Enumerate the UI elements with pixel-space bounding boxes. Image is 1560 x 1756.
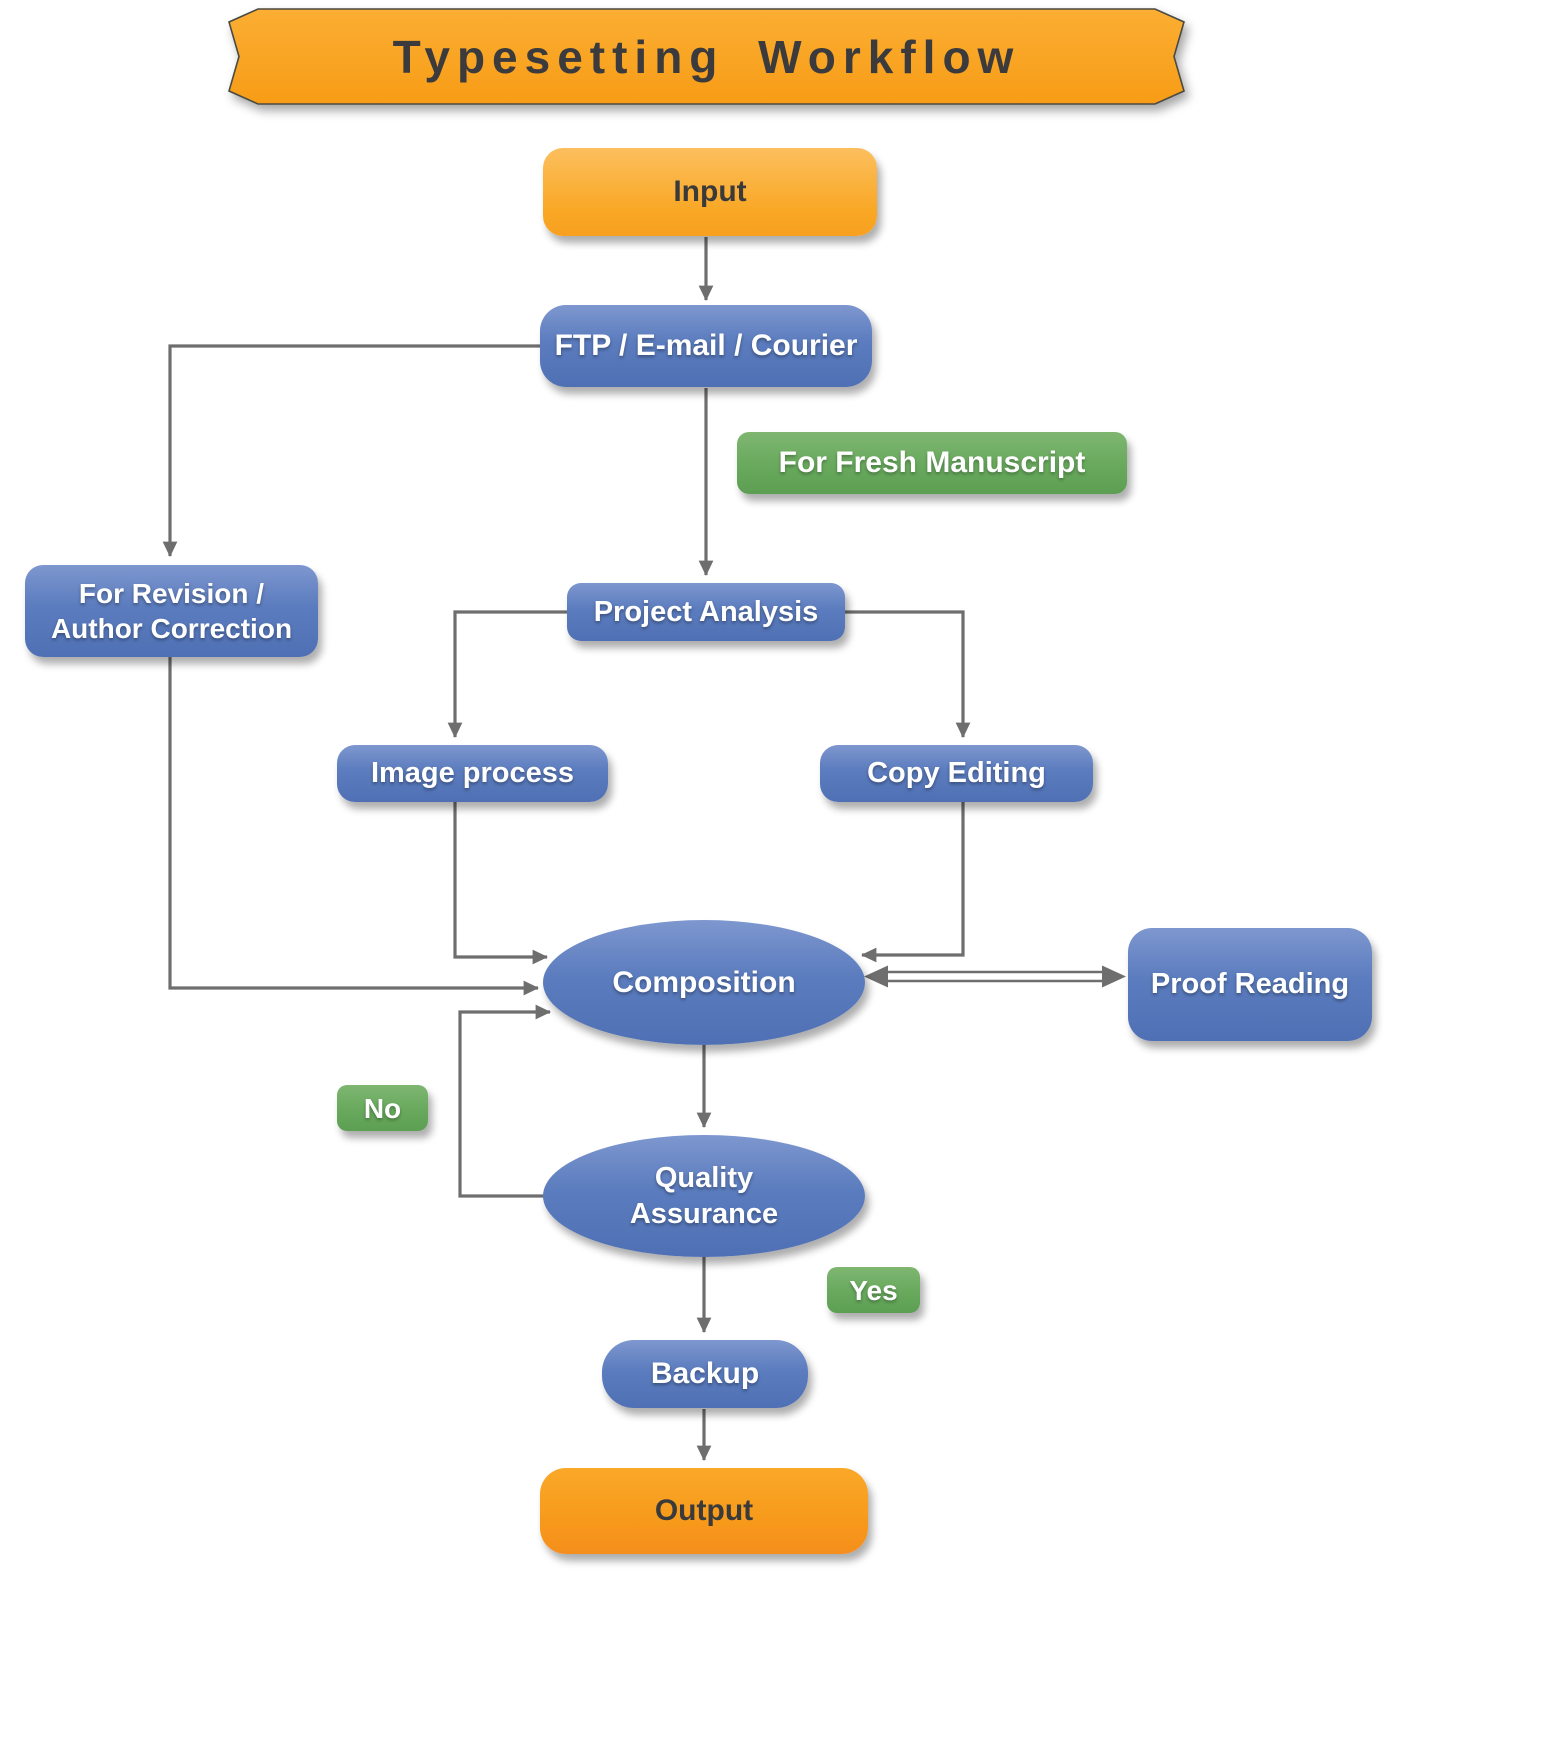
double-arrow-composition-proof-reading	[886, 970, 1102, 983]
node-copy-editing: Copy Editing	[820, 745, 1093, 802]
page-title: Typesetting Workflow	[392, 30, 1021, 83]
arrow-image-process-to-composition	[453, 802, 548, 965]
arrow-ftp-to-revision	[162, 344, 540, 557]
arrow-qa-no-loop-to-composition	[458, 1004, 551, 1198]
banner-shape	[228, 8, 1185, 105]
label-no: No	[337, 1085, 428, 1131]
node-input: Input	[543, 148, 877, 236]
node-ftp-email-courier: FTP / E-mail / Courier	[540, 305, 872, 387]
node-project-analysis: Project Analysis	[567, 583, 845, 641]
arrow-revision-to-composition	[168, 657, 539, 996]
arrow-copy-editing-to-composition	[861, 802, 965, 963]
title-banner: Typesetting Workflow	[228, 8, 1185, 105]
arrow-analysis-to-image-process	[447, 610, 567, 738]
node-quality-assurance: Quality Assurance	[543, 1135, 865, 1257]
label-yes: Yes	[827, 1267, 920, 1313]
double-arrowhead-left	[864, 965, 888, 988]
node-image-process: Image process	[337, 745, 608, 802]
label-for-fresh-manuscript: For Fresh Manuscript	[737, 432, 1127, 494]
node-composition: Composition	[543, 920, 865, 1045]
node-proof-reading: Proof Reading	[1128, 928, 1372, 1041]
node-backup: Backup	[602, 1340, 808, 1408]
node-for-revision-author-correction: For Revision / Author Correction	[25, 565, 318, 657]
double-arrowhead-right	[1102, 965, 1126, 988]
arrow-analysis-to-copy-editing	[845, 610, 971, 738]
node-output: Output	[540, 1468, 868, 1554]
